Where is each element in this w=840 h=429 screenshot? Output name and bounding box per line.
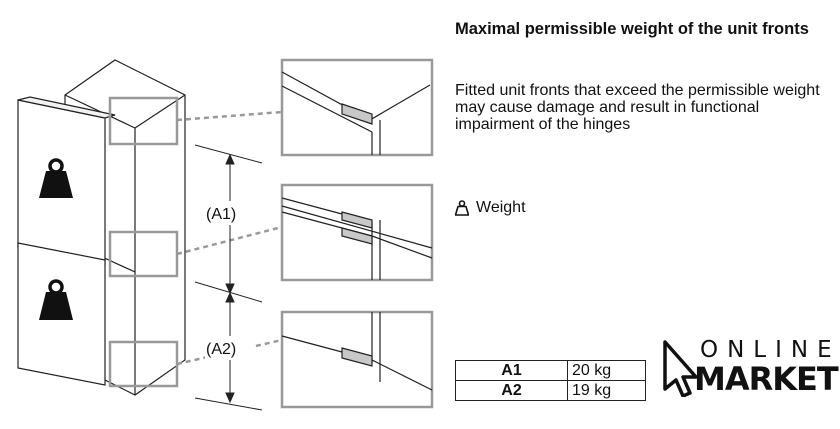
table-cell-value: 20 kg xyxy=(567,360,646,381)
table-cell-value: 19 kg xyxy=(567,380,646,401)
table-cell-key: A2 xyxy=(455,380,568,401)
table-row: A1 20 kg xyxy=(455,360,646,381)
page-title: Maximal permissible weight of the unit f… xyxy=(455,20,809,38)
description-text: Fitted unit fronts that exceed the permi… xyxy=(455,82,820,133)
legend-label: Weight xyxy=(476,199,526,216)
cursor-icon xyxy=(663,340,698,397)
weights-table: A1 20 kg A2 19 kg xyxy=(455,360,646,401)
weight-icon xyxy=(39,279,73,320)
weight-icon xyxy=(455,200,469,216)
logo-text-bottom: MARKET xyxy=(694,360,839,398)
dimension-label-a1: (A1) xyxy=(206,206,236,223)
fridge-hinge-illustration: (A1) (A2) xyxy=(17,58,434,411)
legend-item: Weight xyxy=(455,199,526,217)
online-market-logo: ONLINE MARKET xyxy=(662,337,839,398)
weight-icon xyxy=(39,158,73,198)
dimension-label-a2: (A2) xyxy=(206,341,236,358)
logo-text-top: ONLINE xyxy=(700,337,840,363)
table-cell-key: A1 xyxy=(455,360,568,381)
table-row: A2 19 kg xyxy=(455,380,646,401)
